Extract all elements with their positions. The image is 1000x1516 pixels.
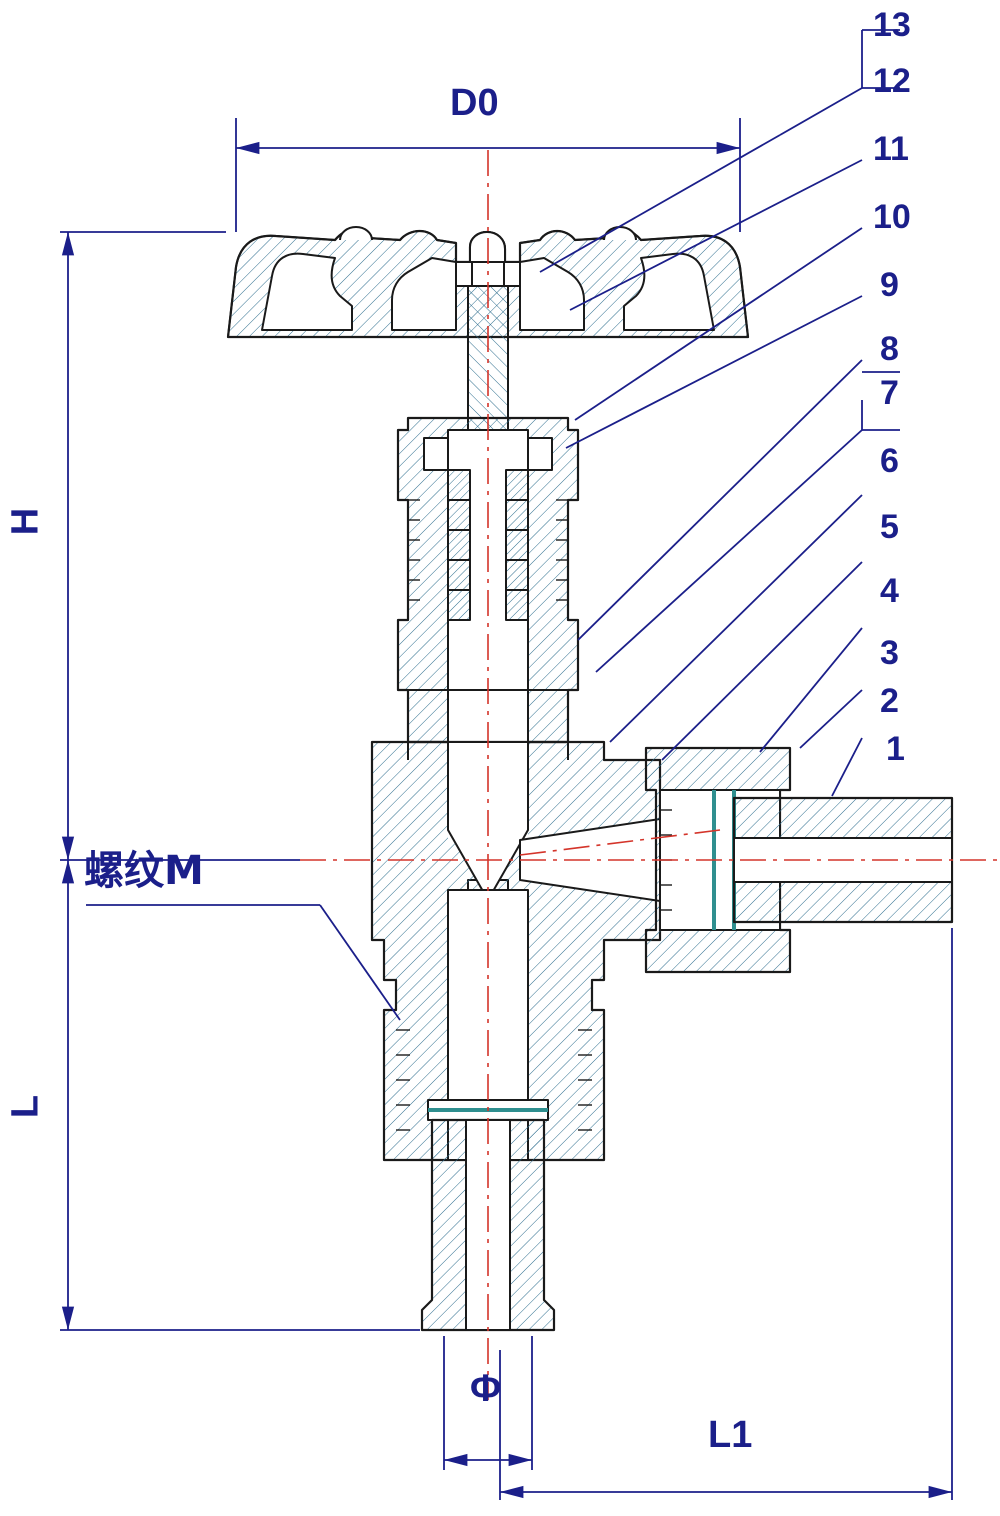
annotation-lines	[60, 29, 953, 1500]
dimension-label-d0: D0	[450, 82, 499, 124]
dimension-label-l: L	[4, 1094, 47, 1119]
callout-8: 8	[880, 330, 899, 368]
dimension-label-h: H	[4, 507, 47, 536]
callout-5: 5	[880, 508, 899, 546]
callout-4: 4	[880, 572, 899, 610]
callout-10: 10	[873, 198, 911, 236]
callout-3: 3	[880, 634, 899, 672]
callout-9: 9	[880, 266, 899, 304]
callout-12: 12	[873, 62, 911, 100]
centerlines	[300, 150, 1000, 1400]
callout-7: 7	[880, 374, 899, 412]
callout-2: 2	[880, 682, 899, 720]
outlet-connector	[644, 746, 954, 974]
dimension-label-l1: L1	[708, 1414, 753, 1456]
callout-11: 11	[873, 130, 909, 168]
dimension-label-thread: 螺纹M	[84, 848, 204, 894]
dimension-label-phi: Φ	[470, 1368, 502, 1410]
callout-6: 6	[880, 442, 899, 480]
callout-13: 13	[873, 6, 911, 44]
callout-1: 1	[886, 730, 905, 768]
